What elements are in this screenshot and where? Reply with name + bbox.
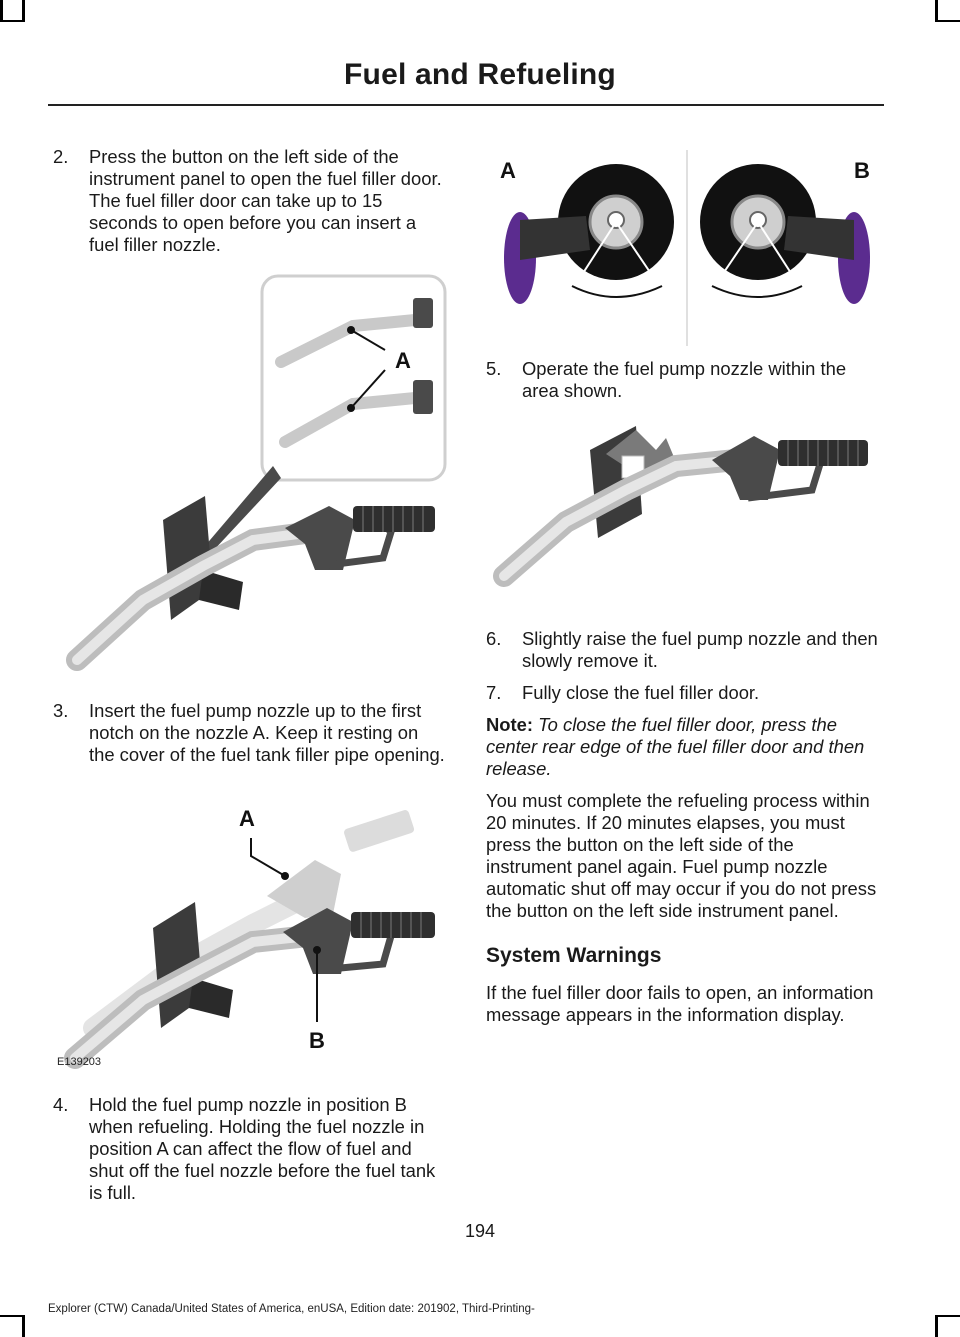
label-b: B xyxy=(854,158,870,183)
step-text: Slightly raise the fuel pump nozzle and … xyxy=(522,628,878,671)
step-5: 5. Operate the fuel pump nozzle within t… xyxy=(486,358,880,402)
crop-mark xyxy=(935,1315,960,1317)
step-2: 2. Press the button on the left side of … xyxy=(53,146,447,256)
step-number: 7. xyxy=(486,682,502,703)
crop-mark xyxy=(0,20,25,22)
crop-mark xyxy=(935,20,960,22)
callout-a: A xyxy=(395,348,411,373)
step-text: Press the button on the left side of the… xyxy=(89,146,442,255)
figure-nozzle-notch: A xyxy=(53,270,447,690)
left-column: 2. Press the button on the left side of … xyxy=(53,146,447,1204)
note-label: Note: xyxy=(486,714,533,735)
crop-mark xyxy=(22,0,25,22)
step-text: Insert the fuel pump nozzle up to the fi… xyxy=(89,700,445,765)
section-heading: System Warnings xyxy=(486,944,662,967)
step-number: 6. xyxy=(486,628,502,649)
note-text: To close the fuel filler door, press the… xyxy=(486,714,865,779)
crop-mark xyxy=(0,0,3,22)
note: Note: To close the fuel filler door, pre… xyxy=(486,714,880,780)
system-warnings-text: If the fuel filler door fails to open, a… xyxy=(486,982,874,1025)
step-text: Fully close the fuel filler door. xyxy=(522,682,760,703)
figure-filler-door-ab: A B xyxy=(486,150,880,346)
step-number: 5. xyxy=(486,358,502,379)
page-number: 194 xyxy=(464,1221,496,1241)
step-4: 4. Hold the fuel pump nozzle in position… xyxy=(53,1094,447,1204)
crop-mark xyxy=(935,0,938,22)
refueling-time-paragraph: You must complete the refueling process … xyxy=(486,790,877,921)
filler-door-illustration: A B xyxy=(500,150,870,346)
step-number: 4. xyxy=(53,1094,69,1115)
footer-edition: Explorer (CTW) Canada/United States of A… xyxy=(48,1303,535,1315)
step-3: 3. Insert the fuel pump nozzle up to the… xyxy=(53,700,447,766)
figure-nozzle-positions: A B E139203 xyxy=(53,778,447,1070)
nozzle-positions-illustration: A B xyxy=(64,806,435,1069)
page-title: Fuel and Refueling xyxy=(344,58,616,91)
nozzle-area-illustration xyxy=(493,426,868,587)
crop-mark xyxy=(0,1315,25,1317)
step-number: 2. xyxy=(53,146,69,167)
figure-code: E139203 xyxy=(57,1056,102,1068)
step-text: Hold the fuel pump nozzle in position B … xyxy=(89,1094,436,1203)
label-a: A xyxy=(500,158,516,183)
nozzle-notch-illustration: A xyxy=(66,274,447,671)
crop-mark xyxy=(935,1315,938,1337)
figure-nozzle-area xyxy=(486,410,880,592)
step-number: 3. xyxy=(53,700,69,721)
callout-a: A xyxy=(239,806,255,831)
right-column: A B 5. Operate the fuel pump nozzle with… xyxy=(486,150,880,1026)
crop-mark xyxy=(22,1315,25,1337)
step-text: Operate the fuel pump nozzle within the … xyxy=(522,358,847,401)
header-divider xyxy=(48,104,884,106)
step-7: 7. Fully close the fuel filler door. xyxy=(486,682,880,704)
callout-b: B xyxy=(309,1028,325,1053)
step-6: 6. Slightly raise the fuel pump nozzle a… xyxy=(486,628,880,672)
